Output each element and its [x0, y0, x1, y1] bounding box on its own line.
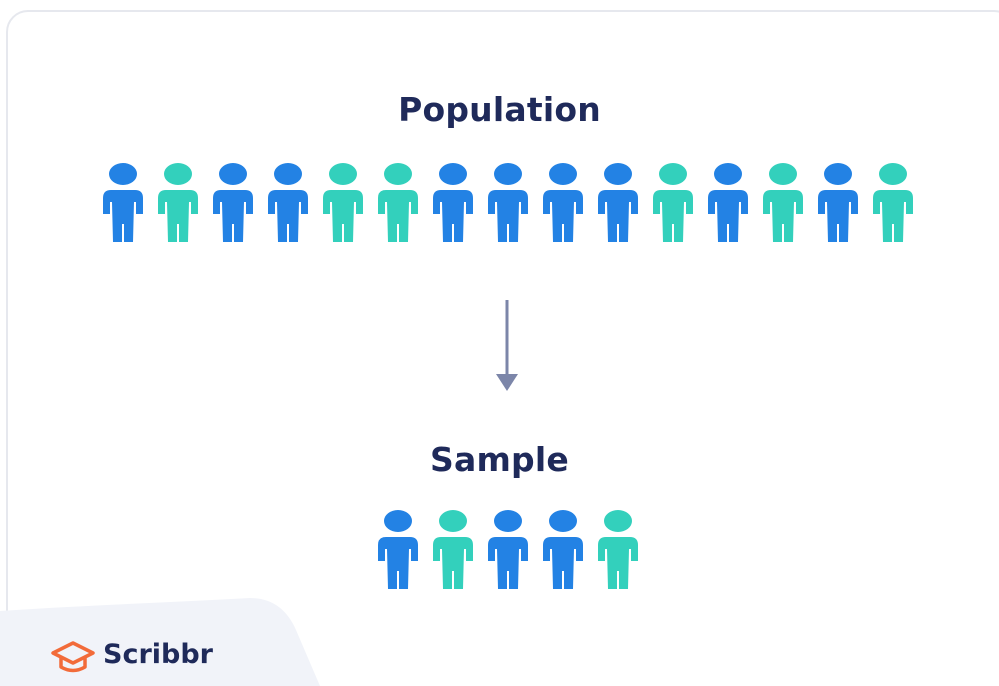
person-body	[818, 190, 858, 242]
population-person-blue-icon	[488, 163, 528, 245]
person-body	[488, 190, 528, 242]
population-person-blue-icon	[818, 163, 858, 245]
population-person-teal-icon	[763, 163, 803, 245]
person-head	[604, 163, 632, 185]
person-head	[439, 510, 467, 532]
person-head	[274, 163, 302, 185]
person-body	[598, 190, 638, 242]
person-body	[653, 190, 693, 242]
person-body	[268, 190, 308, 242]
sample-person-teal-icon	[433, 510, 473, 592]
person-head	[219, 163, 247, 185]
person-body	[378, 537, 418, 589]
person-head	[384, 510, 412, 532]
person-head	[549, 163, 577, 185]
person-head	[494, 163, 522, 185]
population-person-blue-icon	[543, 163, 583, 245]
population-people-row	[0, 163, 999, 245]
person-body	[433, 537, 473, 589]
person-head	[879, 163, 907, 185]
graduation-cap-icon	[51, 641, 95, 673]
person-head	[549, 510, 577, 532]
sample-person-teal-icon	[598, 510, 638, 592]
population-person-blue-icon	[598, 163, 638, 245]
person-head	[384, 163, 412, 185]
sample-person-blue-icon	[378, 510, 418, 592]
person-body	[433, 190, 473, 242]
person-head	[164, 163, 192, 185]
population-person-blue-icon	[213, 163, 253, 245]
sample-heading: Sample	[430, 440, 569, 479]
person-head	[659, 163, 687, 185]
person-head	[604, 510, 632, 532]
population-person-teal-icon	[378, 163, 418, 245]
sample-people-row	[0, 510, 999, 592]
population-person-blue-icon	[708, 163, 748, 245]
person-body	[158, 190, 198, 242]
person-body	[323, 190, 363, 242]
person-body	[543, 190, 583, 242]
population-person-blue-icon	[268, 163, 308, 245]
person-body	[378, 190, 418, 242]
person-head	[769, 163, 797, 185]
person-body	[708, 190, 748, 242]
person-body	[763, 190, 803, 242]
person-body	[103, 190, 143, 242]
person-head	[109, 163, 137, 185]
person-body	[543, 537, 583, 589]
person-body	[488, 537, 528, 589]
person-head	[494, 510, 522, 532]
population-person-teal-icon	[653, 163, 693, 245]
population-person-teal-icon	[158, 163, 198, 245]
population-person-teal-icon	[873, 163, 913, 245]
person-body	[873, 190, 913, 242]
population-person-blue-icon	[103, 163, 143, 245]
sample-person-blue-icon	[488, 510, 528, 592]
person-head	[329, 163, 357, 185]
scribbr-logo-text: Scribbr	[103, 639, 213, 670]
person-head	[439, 163, 467, 185]
sample-person-blue-icon	[543, 510, 583, 592]
person-head	[714, 163, 742, 185]
person-head	[824, 163, 852, 185]
person-body	[213, 190, 253, 242]
population-person-blue-icon	[433, 163, 473, 245]
person-body	[598, 537, 638, 589]
footer-tab-shape	[0, 598, 320, 686]
population-heading: Population	[398, 90, 601, 129]
population-person-teal-icon	[323, 163, 363, 245]
